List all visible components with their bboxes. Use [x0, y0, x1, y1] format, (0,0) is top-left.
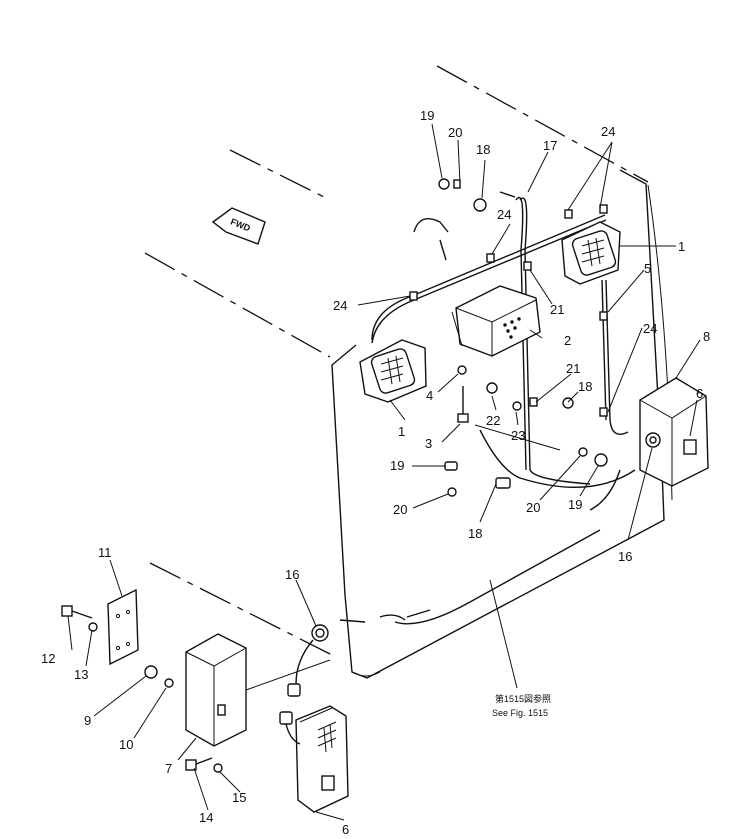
callout-24-right: 24	[643, 321, 657, 336]
callout-19-top: 19	[420, 108, 434, 123]
callout-24-top-right: 24	[601, 124, 615, 139]
callout-13: 13	[74, 667, 88, 682]
callout-16-left: 16	[285, 567, 299, 582]
hardware-group	[409, 178, 608, 497]
callout-labels: 19 20 18 17 24 24 1 5 21 24 2 24 8 21 18…	[41, 108, 710, 837]
callout-6-bottom: 6	[342, 822, 349, 837]
plate	[107, 588, 139, 666]
callout-21-top: 21	[550, 302, 564, 317]
callout-20-top: 20	[448, 125, 462, 140]
callout-24-left: 24	[333, 298, 347, 313]
callout-15: 15	[232, 790, 246, 805]
callout-11: 11	[98, 545, 112, 560]
work-lamp-right	[561, 221, 621, 285]
callout-22: 22	[486, 413, 500, 428]
callout-3: 3	[425, 436, 432, 451]
callout-18-top: 18	[476, 142, 490, 157]
work-lamp-left	[359, 339, 427, 403]
callout-1-right: 1	[678, 239, 685, 254]
callout-4: 4	[426, 388, 433, 403]
callout-17: 17	[543, 138, 557, 153]
callout-23: 23	[511, 428, 525, 443]
callout-14: 14	[199, 810, 213, 825]
bracket-lower	[185, 633, 247, 747]
bolts-lower-left	[61, 605, 223, 773]
callout-10: 10	[119, 737, 133, 752]
callout-9: 9	[84, 713, 91, 728]
callout-7: 7	[165, 761, 172, 776]
callout-18-bottom: 18	[468, 526, 482, 541]
callout-21-mid: 21	[566, 361, 580, 376]
callout-18-mid: 18	[578, 379, 592, 394]
leader-lines	[67, 123, 701, 821]
callout-6-right: 6	[696, 386, 703, 401]
callout-19-mid: 19	[390, 458, 404, 473]
callout-5: 5	[644, 261, 651, 276]
callout-19-right: 19	[568, 497, 582, 512]
grommet-lower	[279, 624, 329, 745]
callout-1-left: 1	[398, 424, 405, 439]
callout-16-right: 16	[618, 549, 632, 564]
reference-note-en: See Fig. 1515	[492, 708, 548, 718]
switch-lower	[295, 705, 349, 813]
switch-bracket-right	[639, 377, 709, 487]
reference-note-jp: 第1515図参照	[495, 693, 551, 704]
callout-12: 12	[41, 651, 55, 666]
fwd-label: FWD	[229, 216, 252, 233]
callout-2: 2	[564, 333, 571, 348]
callout-20-right: 20	[526, 500, 540, 515]
callout-20-mid: 20	[393, 502, 407, 517]
fwd-arrow-icon: FWD	[211, 207, 266, 245]
callout-8: 8	[703, 329, 710, 344]
box-unit	[451, 285, 541, 357]
callout-24-mid: 24	[497, 207, 511, 222]
